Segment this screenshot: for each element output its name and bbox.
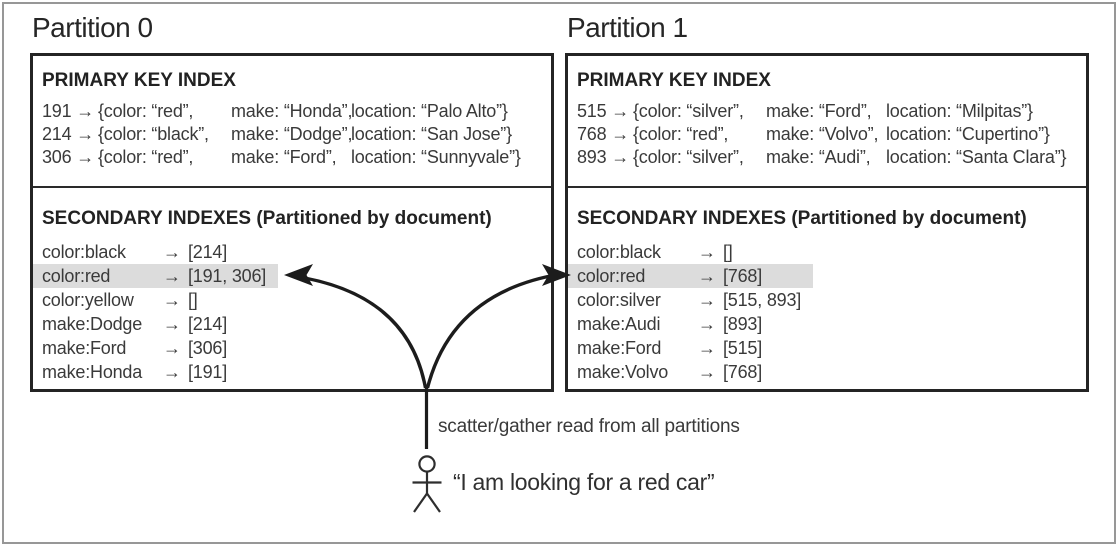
row-key: 515 → xyxy=(577,101,630,121)
row-make-field: make: “Honda”, xyxy=(231,101,353,121)
row-location-field: location: “Cupertino”} xyxy=(886,124,1050,144)
row-key: 768 → xyxy=(577,124,630,144)
row-key: color:yellow xyxy=(42,290,134,310)
secondary-index-rows: color:black → [214] color:red → [191, 30… xyxy=(33,240,551,384)
maps-to-arrow-icon: → xyxy=(163,290,181,310)
row-color-field: {color: “red”, xyxy=(633,124,729,144)
row-make-field: make: “Audi”, xyxy=(766,147,871,167)
row-key: color:red xyxy=(42,266,111,286)
row-color-field: {color: “silver”, xyxy=(633,101,744,121)
maps-to-arrow-icon: → xyxy=(163,314,181,334)
partition-1-box: PRIMARY KEY INDEX 515 → {color: “silver”… xyxy=(565,53,1089,392)
row-key: color:silver xyxy=(577,290,661,310)
row-location-field: location: “Sunnyvale”} xyxy=(351,147,521,167)
primary-index-row: 893 → {color: “silver”, make: “Audi”, lo… xyxy=(577,146,1084,169)
row-value: [214] xyxy=(188,242,228,262)
row-color-field: {color: “red”, xyxy=(98,101,194,121)
secondary-index-row: make:Ford → [306] xyxy=(33,336,551,360)
primary-index-row: 306 → {color: “red”, make: “Ford”, locat… xyxy=(42,146,549,169)
row-value: [191] xyxy=(188,362,228,382)
row-location-field: location: “San Jose”} xyxy=(351,124,512,144)
partition-1-title: Partition 1 xyxy=(567,12,688,43)
row-key: make:Ford xyxy=(577,338,662,358)
row-value: [515, 893] xyxy=(723,290,802,310)
row-key: color:black xyxy=(577,242,661,262)
scatter-gather-label: scatter/gather read from all partitions xyxy=(438,416,740,437)
row-key: 214 → xyxy=(42,124,95,144)
partition-1-secondary-index-section: SECONDARY INDEXES (Partitioned by docume… xyxy=(568,186,1086,389)
secondary-index-row-highlighted: color:red → [768] xyxy=(568,264,813,288)
partition-0-secondary-index-section: SECONDARY INDEXES (Partitioned by docume… xyxy=(33,186,551,389)
row-key: color:red xyxy=(577,266,646,286)
primary-index-row: 768 → {color: “red”, make: “Volvo”, loca… xyxy=(577,123,1084,146)
row-key: 191 → xyxy=(42,101,95,121)
row-value: [306] xyxy=(188,338,228,358)
row-location-field: location: “Milpitas”} xyxy=(886,101,1033,121)
secondary-index-row: make:Honda → [191] xyxy=(33,360,551,384)
partition-0-primary-index-section: PRIMARY KEY INDEX 191 → {color: “red”, m… xyxy=(33,56,551,186)
row-value: [] xyxy=(723,242,733,262)
secondary-index-row: make:Audi → [893] xyxy=(568,312,1086,336)
secondary-index-row: make:Volvo → [768] xyxy=(568,360,1086,384)
row-make-field: make: “Volvo”, xyxy=(766,124,879,144)
row-make-field: make: “Ford”, xyxy=(231,147,337,167)
row-make-field: make: “Dodge”, xyxy=(231,124,353,144)
primary-key-index-heading: PRIMARY KEY INDEX xyxy=(42,70,236,91)
row-key: make:Honda xyxy=(42,362,143,382)
row-key: 306 → xyxy=(42,147,95,167)
maps-to-arrow-icon: → xyxy=(698,338,716,358)
secondary-indexes-heading: SECONDARY INDEXES (Partitioned by docume… xyxy=(577,208,1027,229)
maps-to-arrow-icon: → xyxy=(163,362,181,382)
maps-to-arrow-icon: → xyxy=(163,242,181,262)
partition-1-primary-index-section: PRIMARY KEY INDEX 515 → {color: “silver”… xyxy=(568,56,1086,186)
row-value: [893] xyxy=(723,314,763,334)
secondary-index-row: color:black → [] xyxy=(568,240,1086,264)
row-key: make:Ford xyxy=(42,338,127,358)
row-value: [515] xyxy=(723,338,763,358)
maps-to-arrow-icon: → xyxy=(698,266,716,286)
row-key: make:Audi xyxy=(577,314,661,334)
row-value: [] xyxy=(188,290,198,310)
secondary-index-row: color:yellow → [] xyxy=(33,288,551,312)
primary-index-rows: 515 → {color: “silver”, make: “Ford”, lo… xyxy=(577,100,1084,169)
secondary-index-rows: color:black → [] color:red → [768] color… xyxy=(568,240,1086,384)
secondary-index-row: color:silver → [515, 893] xyxy=(568,288,1086,312)
partition-0-title: Partition 0 xyxy=(32,12,153,43)
maps-to-arrow-icon: → xyxy=(698,362,716,382)
row-location-field: location: “Santa Clara”} xyxy=(886,147,1067,167)
secondary-index-row: color:black → [214] xyxy=(33,240,551,264)
maps-to-arrow-icon: → xyxy=(698,290,716,310)
row-value: [768] xyxy=(723,362,763,382)
primary-key-index-heading: PRIMARY KEY INDEX xyxy=(577,70,771,91)
primary-index-rows: 191 → {color: “red”, make: “Honda”, loca… xyxy=(42,100,549,169)
row-color-field: {color: “red”, xyxy=(98,147,194,167)
row-value: [191, 306] xyxy=(188,266,267,286)
row-value: [768] xyxy=(723,266,763,286)
user-query-quote: “I am looking for a red car” xyxy=(453,469,715,495)
row-make-field: make: “Ford”, xyxy=(766,101,872,121)
partition-0-box: PRIMARY KEY INDEX 191 → {color: “red”, m… xyxy=(30,53,554,392)
row-key: color:black xyxy=(42,242,126,262)
secondary-index-row-highlighted: color:red → [191, 306] xyxy=(33,264,278,288)
primary-index-row: 191 → {color: “red”, make: “Honda”, loca… xyxy=(42,100,549,123)
secondary-index-row: make:Dodge → [214] xyxy=(33,312,551,336)
row-key: 893 → xyxy=(577,147,630,167)
primary-index-row: 515 → {color: “silver”, make: “Ford”, lo… xyxy=(577,100,1084,123)
row-color-field: {color: “silver”, xyxy=(633,147,744,167)
row-key: make:Dodge xyxy=(42,314,143,334)
secondary-index-row: make:Ford → [515] xyxy=(568,336,1086,360)
row-key: make:Volvo xyxy=(577,362,669,382)
maps-to-arrow-icon: → xyxy=(698,242,716,262)
row-value: [214] xyxy=(188,314,228,334)
maps-to-arrow-icon: → xyxy=(163,338,181,358)
maps-to-arrow-icon: → xyxy=(698,314,716,334)
row-location-field: location: “Palo Alto”} xyxy=(351,101,508,121)
maps-to-arrow-icon: → xyxy=(163,266,181,286)
primary-index-row: 214 → {color: “black”, make: “Dodge”, lo… xyxy=(42,123,549,146)
secondary-indexes-heading: SECONDARY INDEXES (Partitioned by docume… xyxy=(42,208,492,229)
row-color-field: {color: “black”, xyxy=(98,124,209,144)
